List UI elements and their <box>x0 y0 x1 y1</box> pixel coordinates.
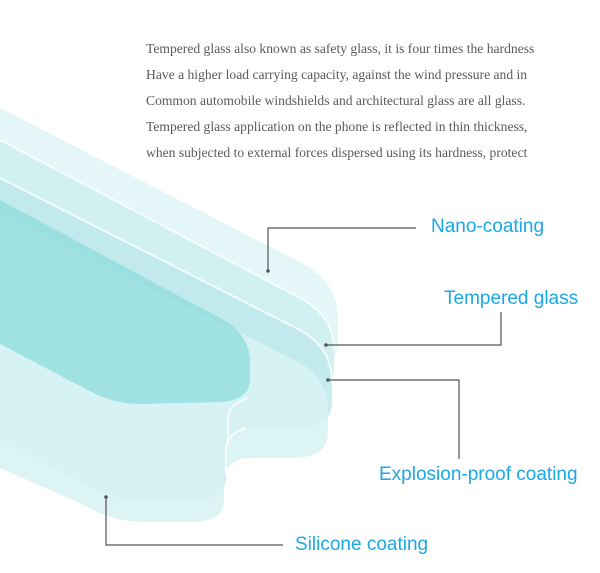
tempered-glass-label: Tempered glass <box>444 288 579 309</box>
silicone-coating-marker <box>104 495 108 499</box>
description-text: Tempered glass also known as safety glas… <box>146 36 600 166</box>
edge-highlight <box>0 177 333 383</box>
glass-core <box>0 200 250 404</box>
description-line: Tempered glass application on the phone … <box>146 119 528 134</box>
silicone-coating-leader <box>105 497 283 546</box>
description-line: Have a higher load carrying capacity, ag… <box>146 67 528 82</box>
explosion-proof-leader <box>328 379 460 459</box>
explosion-proof-coating-label: Explosion-proof coating <box>379 464 578 485</box>
leader-lines <box>104 227 502 546</box>
tempered-glass-marker <box>324 343 328 347</box>
description-line: when subjected to external forces disper… <box>146 145 528 160</box>
layer-stack <box>0 108 338 522</box>
edge-highlight <box>225 427 247 476</box>
tempered-glass-leader <box>326 312 502 346</box>
description-line: Common automobile windshields and archit… <box>146 93 526 108</box>
explosion-proof-marker <box>326 378 330 382</box>
silicone-coating-label: Silicone coating <box>295 534 429 555</box>
edge-highlight <box>227 397 249 446</box>
description-line: Tempered glass also known as safety glas… <box>146 41 535 56</box>
nano-coating-leader <box>267 227 416 271</box>
nano-coating-label: Nano-coating <box>431 216 545 237</box>
edge-highlight <box>0 139 335 351</box>
nano-coating-marker <box>266 269 270 273</box>
